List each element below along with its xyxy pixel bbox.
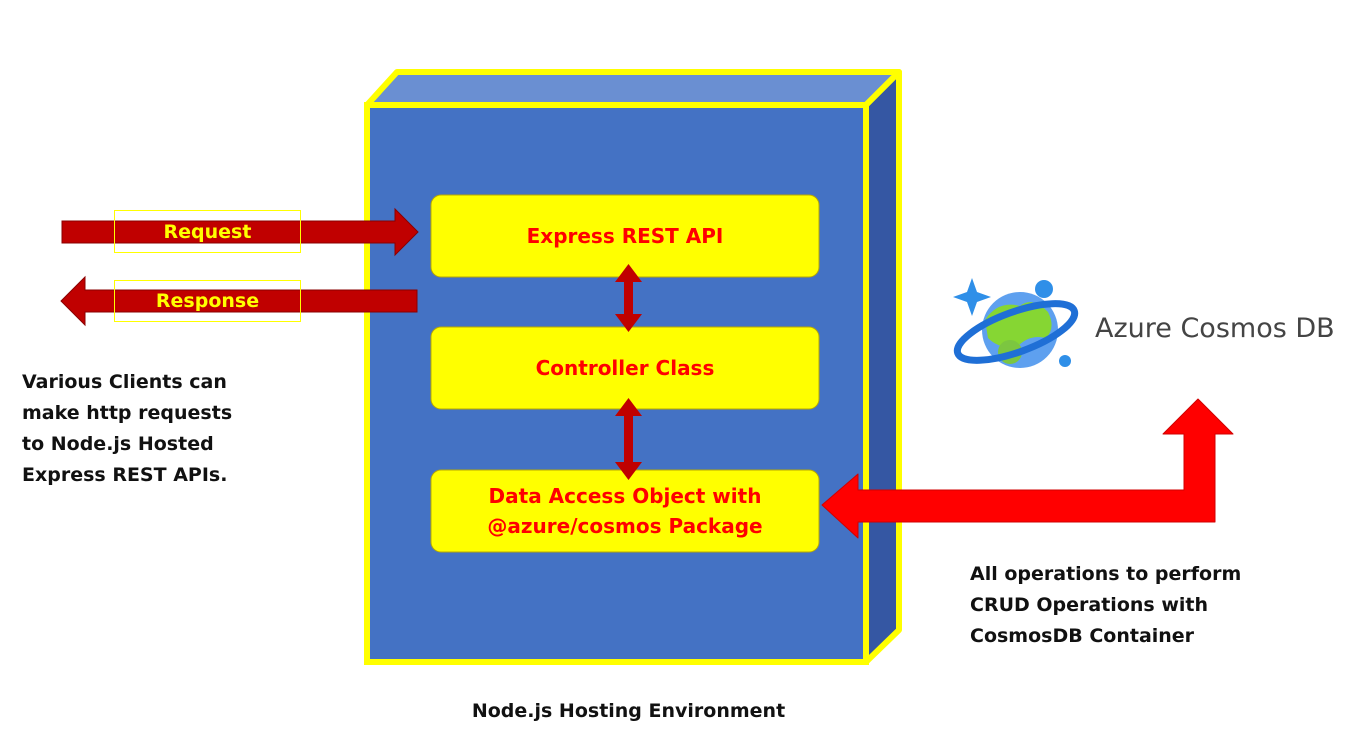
double-arrow-icon — [615, 398, 642, 480]
arrow-left-icon — [60, 275, 418, 327]
arrow-right-icon — [61, 207, 419, 257]
express-layer-label: Express REST API — [526, 224, 724, 248]
crud-note: All operations to perform CRUD Operation… — [970, 563, 1242, 647]
cosmos-db-logo-icon — [953, 278, 1079, 368]
dao-layer-label: Data Access Object with @azure/cosmos Pa… — [487, 484, 763, 538]
cosmos-connector-arrow — [821, 398, 1234, 539]
request-label: Request — [114, 210, 301, 253]
clients-note: Various Clients can make http requests t… — [22, 371, 233, 486]
response-label: Response — [114, 280, 301, 322]
double-arrow-icon — [615, 264, 642, 332]
box-top-face — [364, 69, 902, 108]
controller-layer-label: Controller Class — [535, 356, 715, 380]
cosmos-db-brand-text: Azure Cosmos DB — [1095, 313, 1335, 344]
box-side-face — [863, 69, 902, 665]
hosting-environment-caption: Node.js Hosting Environment — [471, 700, 786, 722]
